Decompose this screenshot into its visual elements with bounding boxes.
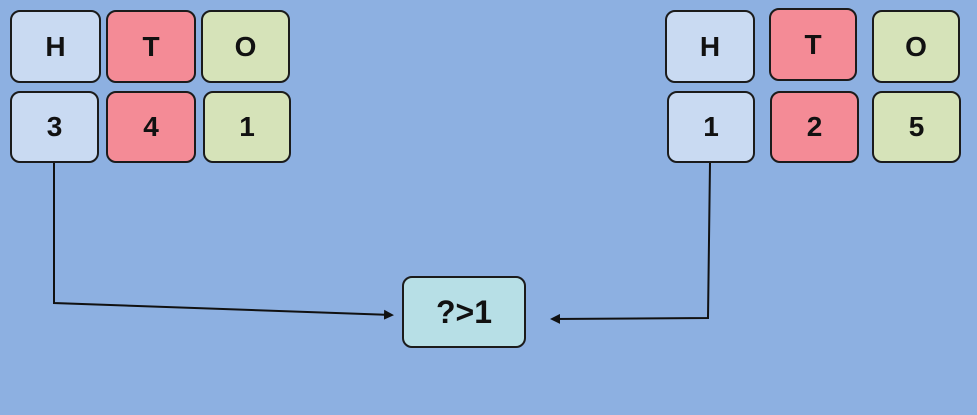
left-arrow	[53, 162, 394, 320]
right-header-tens: T	[769, 8, 857, 81]
right-arrow	[550, 162, 711, 324]
right-header-hundreds: H	[665, 10, 755, 83]
left-header-tens: T	[106, 10, 196, 83]
left-digit-tens: 4	[106, 91, 196, 163]
comparison-result-box: ?>1	[402, 276, 526, 348]
left-digit-hundreds: 3	[10, 91, 99, 163]
left-header-hundreds: H	[10, 10, 101, 83]
left-header-ones: O	[201, 10, 290, 83]
left-digit-ones: 1	[203, 91, 291, 163]
right-digit-tens: 2	[770, 91, 859, 163]
right-digit-ones: 5	[872, 91, 961, 163]
right-header-ones: O	[872, 10, 960, 83]
right-digit-hundreds: 1	[667, 91, 755, 163]
